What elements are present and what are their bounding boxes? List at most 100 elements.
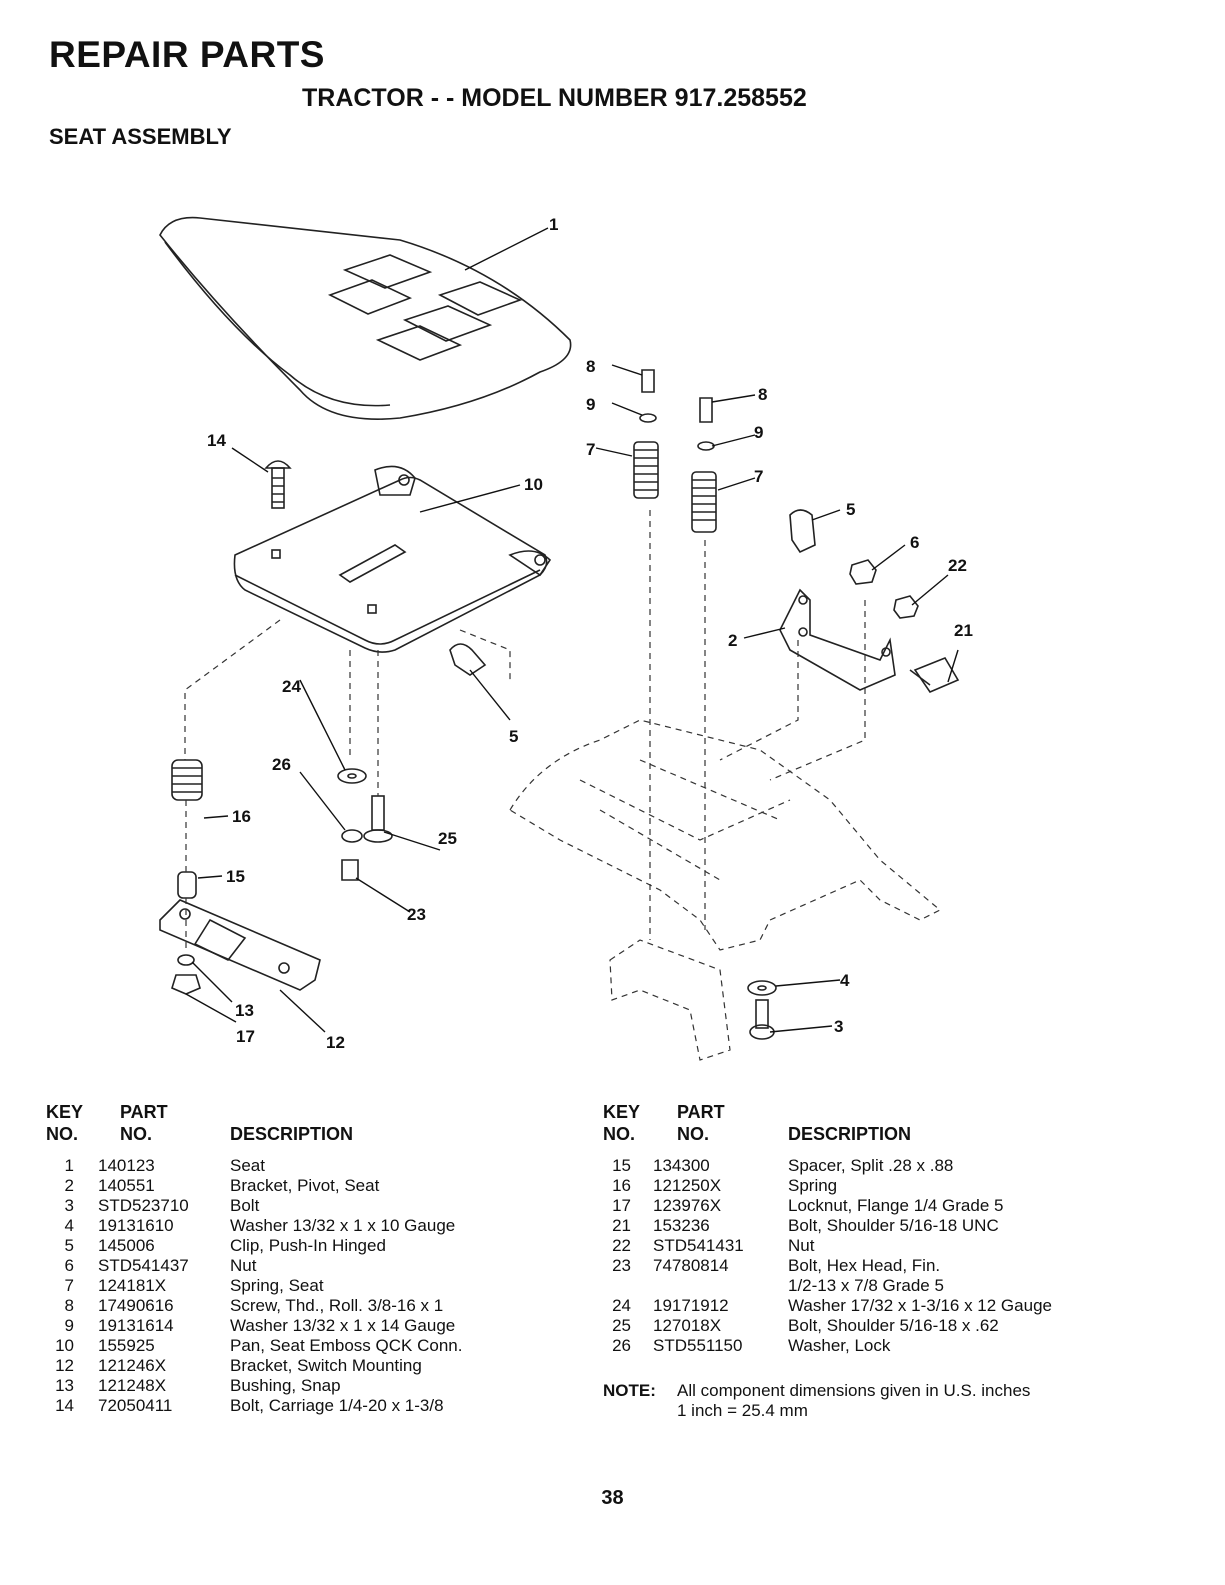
description-cell: Nut — [230, 1256, 257, 1275]
note-line-2: 1 inch = 25.4 mm — [677, 1401, 808, 1420]
callout-21: 21 — [954, 621, 973, 640]
spring-spacer-drawing — [171, 759, 203, 899]
center-hardware-drawing — [337, 768, 777, 1040]
description-cell: Washer 13/32 x 1 x 10 Gauge — [230, 1216, 456, 1235]
description-cell: Bolt, Hex Head, Fin. — [788, 1256, 941, 1275]
callout-12: 12 — [326, 1033, 345, 1052]
key-cell: 16 — [612, 1176, 631, 1195]
description-cell: Seat — [230, 1156, 265, 1175]
table-header: KEY NO. PART NO. DESCRIPTION — [603, 1102, 1163, 1146]
description-cell: Clip, Push-In Hinged — [230, 1236, 386, 1255]
callout-9a: 9 — [586, 395, 595, 414]
table-row: 1/2-13 x 7/8 Grade 5 — [603, 1276, 1163, 1296]
callout-16: 16 — [232, 807, 251, 826]
part-number-cell: 155925 — [98, 1336, 155, 1355]
parts-table-right: KEY NO. PART NO. DESCRIPTION 15 134300 Spa… — [603, 1102, 1163, 1356]
table-row: 7 124181X Spring, Seat — [46, 1276, 566, 1296]
callout-13: 13 — [235, 1001, 254, 1020]
description-cell: Screw, Thd., Roll. 3/8-16 x 1 — [230, 1296, 444, 1315]
callout-14: 14 — [207, 431, 226, 450]
key-cell: 4 — [64, 1216, 74, 1235]
key-header-1: KEY — [46, 1102, 84, 1122]
dimension-note: NOTE: All component dimensions given in … — [603, 1381, 1030, 1420]
description-header: DESCRIPTION — [788, 1124, 912, 1144]
callout-22: 22 — [948, 556, 967, 575]
callout-7a: 7 — [586, 440, 595, 459]
part-number-cell: 121246X — [98, 1356, 167, 1375]
part-number-cell: STD551150 — [653, 1336, 743, 1355]
exploded-parts-diagram: 1 14 10 8 9 7 8 9 7 5 6 22 21 2 5 24 26 … — [159, 215, 973, 1061]
part-number-cell: 19131614 — [98, 1316, 174, 1335]
page-number: 38 — [601, 1487, 624, 1509]
callout-17: 17 — [236, 1027, 255, 1046]
key-cell: 13 — [55, 1376, 74, 1395]
key-cell: 7 — [64, 1276, 74, 1295]
key-cell: 3 — [64, 1196, 74, 1215]
callout-25: 25 — [438, 829, 457, 848]
part-number-cell: 72050411 — [98, 1396, 173, 1415]
callout-23: 23 — [407, 905, 426, 924]
hardware-right-drawing — [449, 509, 960, 693]
callout-5a: 5 — [846, 500, 855, 519]
description-cell: Washer 17/32 x 1-3/16 x 12 Gauge — [788, 1296, 1052, 1315]
key-cell: 8 — [64, 1296, 74, 1315]
seat-springs-drawing — [633, 369, 717, 533]
description-cell: Nut — [788, 1236, 815, 1255]
description-cell: 1/2-13 x 7/8 Grade 5 — [788, 1276, 944, 1295]
note-line-1: All component dimensions given in U.S. i… — [677, 1381, 1031, 1400]
key-header-2: NO. — [603, 1124, 636, 1144]
description-cell: Bushing, Snap — [230, 1376, 341, 1395]
page-title: REPAIR PARTS — [49, 34, 325, 75]
table-row: 22 STD541431 Nut — [603, 1236, 1163, 1256]
pivot-bracket-drawing — [779, 588, 896, 691]
key-cell: 25 — [612, 1316, 631, 1335]
part-number-cell: 140123 — [98, 1156, 155, 1175]
part-number-cell: 123976X — [653, 1196, 722, 1215]
key-cell: 6 — [64, 1256, 74, 1275]
callout-9b: 9 — [754, 423, 763, 442]
table-row: 5 145006 Clip, Push-In Hinged — [46, 1236, 566, 1256]
callout-24: 24 — [282, 677, 301, 696]
part-number-cell: STD541431 — [653, 1236, 744, 1255]
part-number-cell: 74780814 — [653, 1256, 729, 1275]
note-label: NOTE: — [603, 1381, 656, 1400]
part-number-cell: 134300 — [653, 1156, 710, 1175]
part-header-2: NO. — [677, 1124, 710, 1144]
key-cell: 5 — [64, 1236, 74, 1255]
key-cell: 24 — [612, 1296, 631, 1315]
key-cell: 22 — [612, 1236, 631, 1255]
description-cell: Spring, Seat — [230, 1276, 324, 1295]
part-number-cell: 153236 — [653, 1216, 710, 1235]
key-cell: 26 — [612, 1336, 631, 1355]
key-cell: 21 — [612, 1216, 631, 1235]
key-cell: 2 — [64, 1176, 74, 1195]
key-cell: 15 — [612, 1156, 631, 1175]
right-rows: 15 134300 Spacer, Split .28 x .88 16 121250X… — [603, 1156, 1163, 1356]
part-number-cell: 124181X — [98, 1276, 167, 1295]
key-cell: 12 — [55, 1356, 74, 1375]
description-cell: Spacer, Split .28 x .88 — [788, 1156, 954, 1175]
part-number-cell: 145006 — [98, 1236, 155, 1255]
callout-7b: 7 — [754, 467, 763, 486]
carriage-bolt-drawing — [264, 460, 292, 509]
part-header-1: PART — [120, 1102, 168, 1122]
table-header: KEY NO. PART NO. DESCRIPTION — [46, 1102, 566, 1146]
callout-2: 2 — [728, 631, 737, 650]
part-number-cell: 140551 — [98, 1176, 155, 1195]
key-cell: 9 — [64, 1316, 74, 1335]
callout-6: 6 — [910, 533, 919, 552]
callout-4: 4 — [840, 971, 850, 990]
part-number-cell: 121250X — [653, 1176, 722, 1195]
callout-26: 26 — [272, 755, 291, 774]
